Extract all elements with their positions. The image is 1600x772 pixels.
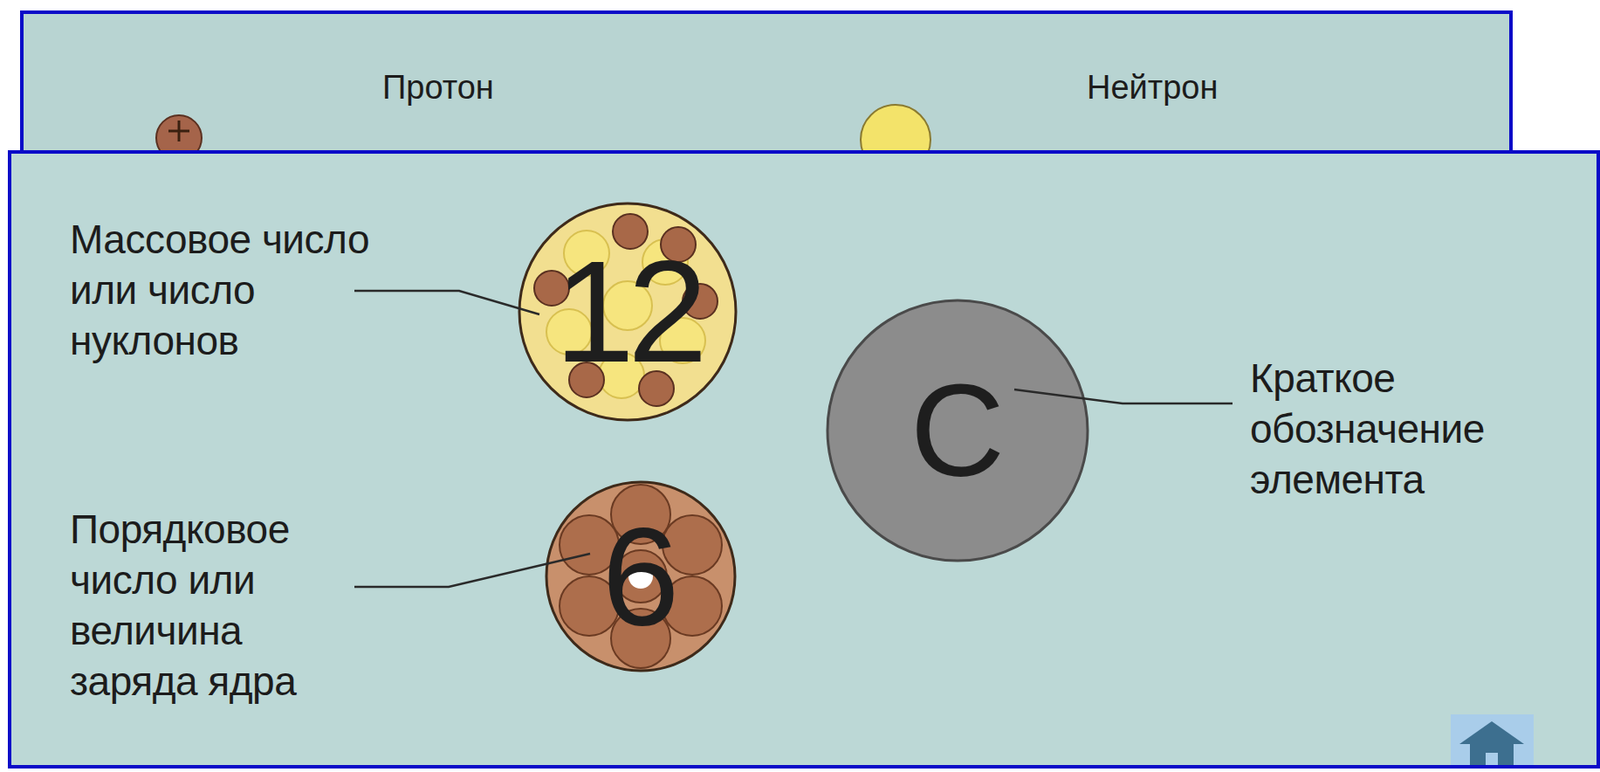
atomic-number-circle: 6: [543, 479, 738, 673]
label-text: Краткое обозначение элемента: [1249, 352, 1582, 505]
leader-line: [354, 290, 540, 315]
label-text: Нейтрон: [1086, 68, 1218, 107]
leader-line: [354, 553, 591, 587]
diagram-panel: Массовое число или число нуклоновПорядко…: [7, 150, 1600, 769]
element-symbol-circle: C: [824, 297, 1091, 564]
mass-number-circle: 12: [516, 200, 739, 423]
home-icon: [1485, 752, 1498, 765]
label-text: Порядковое число или величина заряда ядр…: [69, 503, 358, 707]
plus-sign: [178, 120, 181, 142]
home-icon: [1459, 721, 1525, 744]
proton-balls: [534, 213, 718, 406]
label-text: Протон: [382, 68, 495, 107]
element-outline: [827, 300, 1088, 561]
cluster-outline: [546, 481, 735, 671]
big-symbol: C: [910, 364, 1005, 496]
label-text: Массовое число или число нуклонов: [69, 213, 402, 366]
nucleus-outline: [519, 203, 736, 420]
big-symbol: 12: [554, 240, 701, 385]
proton-balls: [559, 484, 722, 668]
home-button: [1450, 714, 1534, 765]
neutron-balls: [546, 230, 706, 399]
big-symbol: 6: [602, 506, 680, 646]
leader-line: [1014, 389, 1233, 404]
home-icon: [1469, 743, 1514, 765]
